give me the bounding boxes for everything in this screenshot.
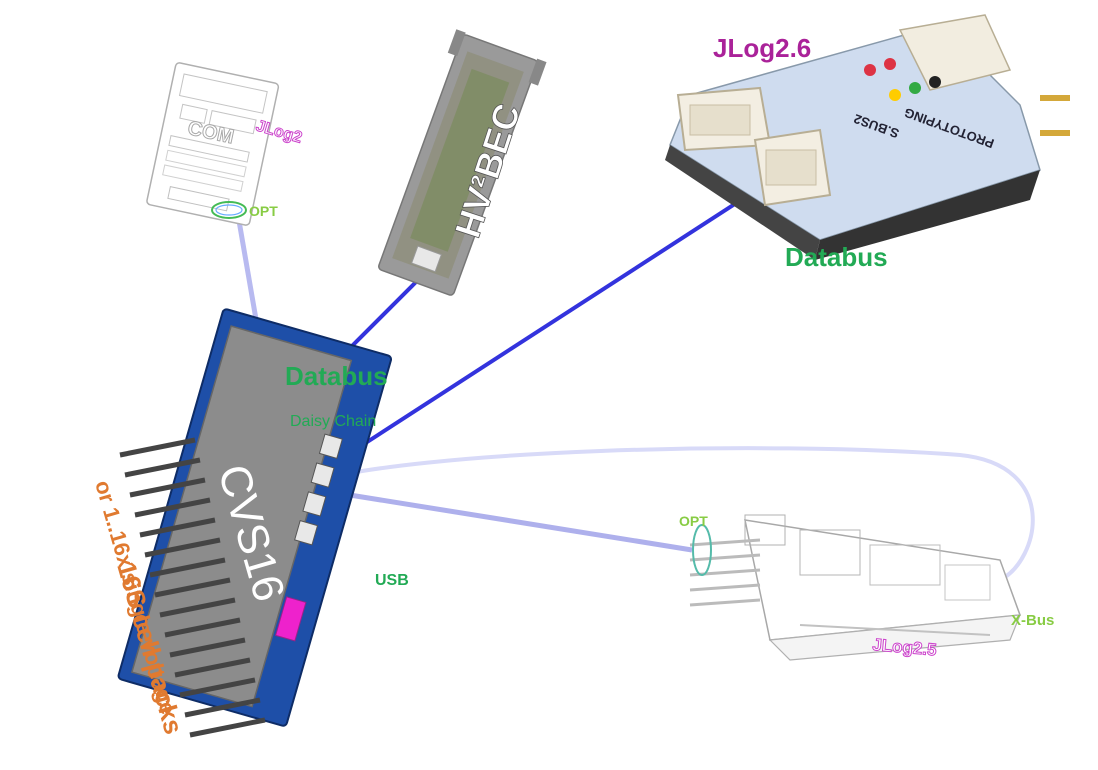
databus-label-top: Databus: [785, 242, 888, 272]
databus-line-jlog26: [294, 176, 777, 490]
jlog26-label: JLog2.6: [713, 33, 811, 63]
jlog25-device: [689, 514, 1022, 661]
opt-ring-top: [211, 201, 247, 219]
jlog25-label: JLog2.5: [872, 635, 938, 660]
opt-label-top: OPT: [249, 203, 278, 219]
cvs16-pin-header: [119, 437, 266, 738]
opt-ring-top-inner: [215, 204, 243, 216]
xbus-label: X-Bus: [1011, 612, 1054, 629]
opt-line-jlog25: [299, 484, 693, 553]
daisy-chain-label: Daisy Chain: [290, 413, 376, 430]
opt-ring-right: [692, 524, 712, 576]
xbus-loop-line: [304, 446, 1035, 582]
opt-label-right: OPT: [679, 513, 708, 529]
jlog26-device: S.BUS2 PROTOTYPING: [665, 14, 1070, 260]
hvbec-device: [378, 29, 547, 296]
usb-port: [275, 596, 307, 642]
jlog2-device: COM: [146, 62, 280, 226]
databus-label-mid: Databus: [285, 361, 388, 391]
usb-label: USB: [375, 572, 409, 589]
